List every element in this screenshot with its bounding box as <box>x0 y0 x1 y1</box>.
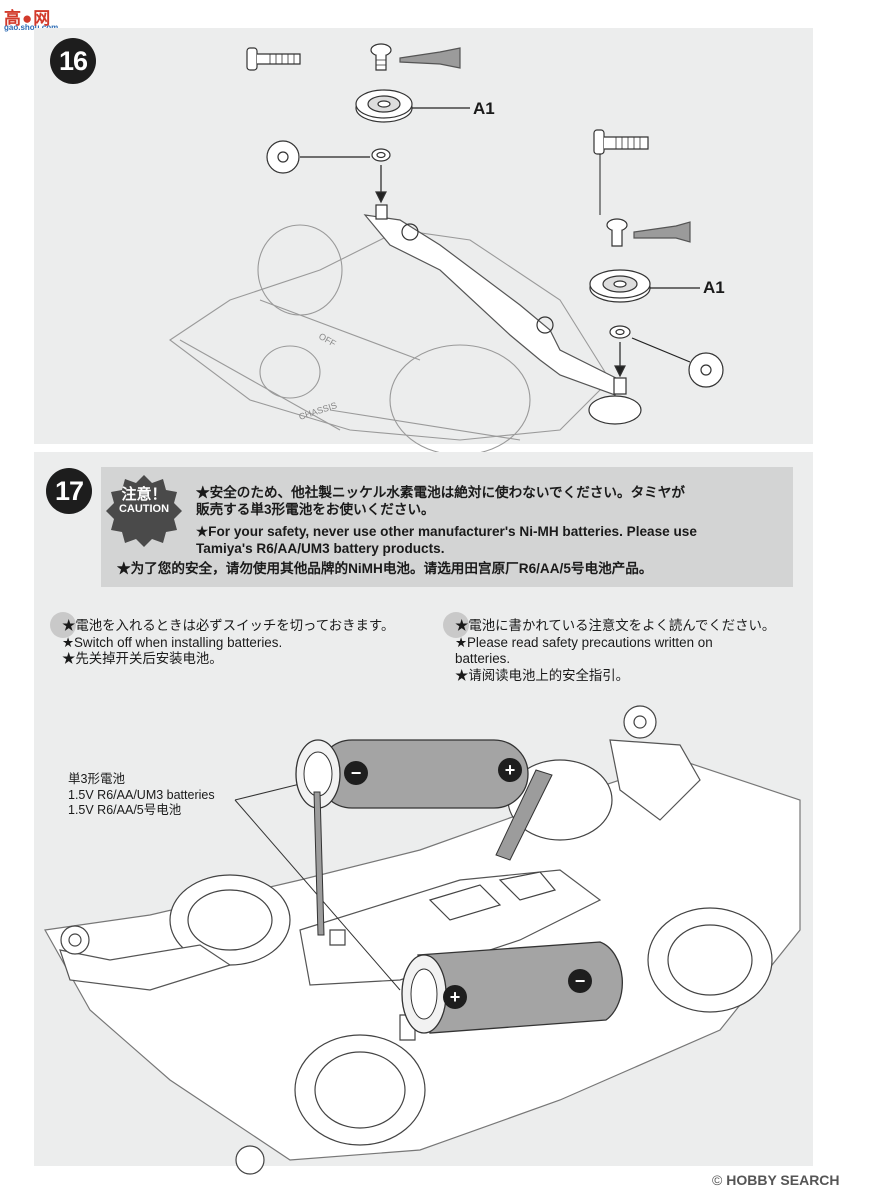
caution-line-2: 販売する単3形電池をお使いください。 <box>196 502 435 517</box>
watermark-hobbysearch: © HOBBY SEARCH <box>712 1172 840 1188</box>
note-right-line-2: ★Please read safety precautions written … <box>455 634 713 650</box>
battery-label-cn: 1.5V R6/AA/5号电池 <box>68 803 182 817</box>
note-left-line-1: ★電池を入れるときは必ずスイッチを切っておきます。 <box>62 618 395 633</box>
battery-bottom-minus: − <box>575 971 586 991</box>
roller-upper <box>355 89 413 123</box>
battery-top: − + <box>295 739 529 809</box>
note-right-line-3: batteries. <box>455 651 511 666</box>
screw-small-upper <box>370 43 392 71</box>
battery-top-plus: + <box>505 760 516 780</box>
roller-lower <box>589 269 651 303</box>
caution-badge <box>106 475 182 547</box>
battery-label-en: 1.5V R6/AA/UM3 batteries <box>68 787 215 802</box>
screw-upper-left <box>246 47 301 71</box>
caution-box <box>101 467 793 587</box>
caution-badge-en: CAUTION <box>118 503 170 516</box>
watermark-url: gao.shou.com <box>4 23 59 32</box>
battery-label-jp: 単3形電池 <box>68 772 125 786</box>
screw-small-lower <box>606 218 628 247</box>
note-right-line-4: ★请阅读电池上的安全指引。 <box>455 667 630 683</box>
callout-a1-lower: A1 <box>703 278 725 297</box>
grease-tube-lower <box>633 221 691 243</box>
step17-number: 17 <box>46 468 92 514</box>
battery-label: 単3形電池 1.5V R6/AA/UM3 batteries 1.5V R6/A… <box>68 772 215 819</box>
caution-line-3: ★For your safety, never use other manufa… <box>196 524 697 539</box>
watermark-copyright: © <box>712 1172 723 1188</box>
note-right-line-1: ★電池に書かれている注意文をよく読んでください。 <box>455 618 776 633</box>
caution-badge-text: 注意！ CAUTION <box>106 486 182 516</box>
caution-badge-jp: 注意！ <box>121 486 167 503</box>
watermark-site: HOBBY SEARCH <box>726 1172 840 1188</box>
battery-top-minus: − <box>351 763 362 783</box>
screw-upper-right <box>593 129 649 155</box>
step16-number: 16 <box>50 38 96 84</box>
caution-line-1: ★安全のため、他社製ニッケル水素電池は絶対に使わないでください。タミヤが <box>196 485 685 500</box>
note-left-marker <box>50 612 76 638</box>
caution-line-4: Tamiya's R6/AA/UM3 battery products. <box>196 541 445 556</box>
caution-line-5: ★为了您的安全，请勿使用其他品牌的NiMH电池。请选用田宫原厂R6/AA/5号电… <box>117 561 653 576</box>
note-right-marker <box>443 612 469 638</box>
watermark-brand: 高●网 <box>4 9 52 28</box>
grease-tube-upper <box>399 47 461 69</box>
battery-bottom: + − <box>401 941 623 1034</box>
battery-bottom-plus: + <box>450 987 461 1007</box>
note-left-line-3: ★先关掉开关后安装电池。 <box>62 651 223 666</box>
note-right: ★電池に書かれている注意文をよく読んでください。 ★Please read sa… <box>455 618 775 684</box>
note-left: ★電池を入れるときは必ずスイッチを切っておきます。 ★Switch off wh… <box>62 618 394 668</box>
callout-a1-upper: A1 <box>473 99 495 118</box>
note-left-line-2: ★Switch off when installing batteries. <box>62 634 283 650</box>
